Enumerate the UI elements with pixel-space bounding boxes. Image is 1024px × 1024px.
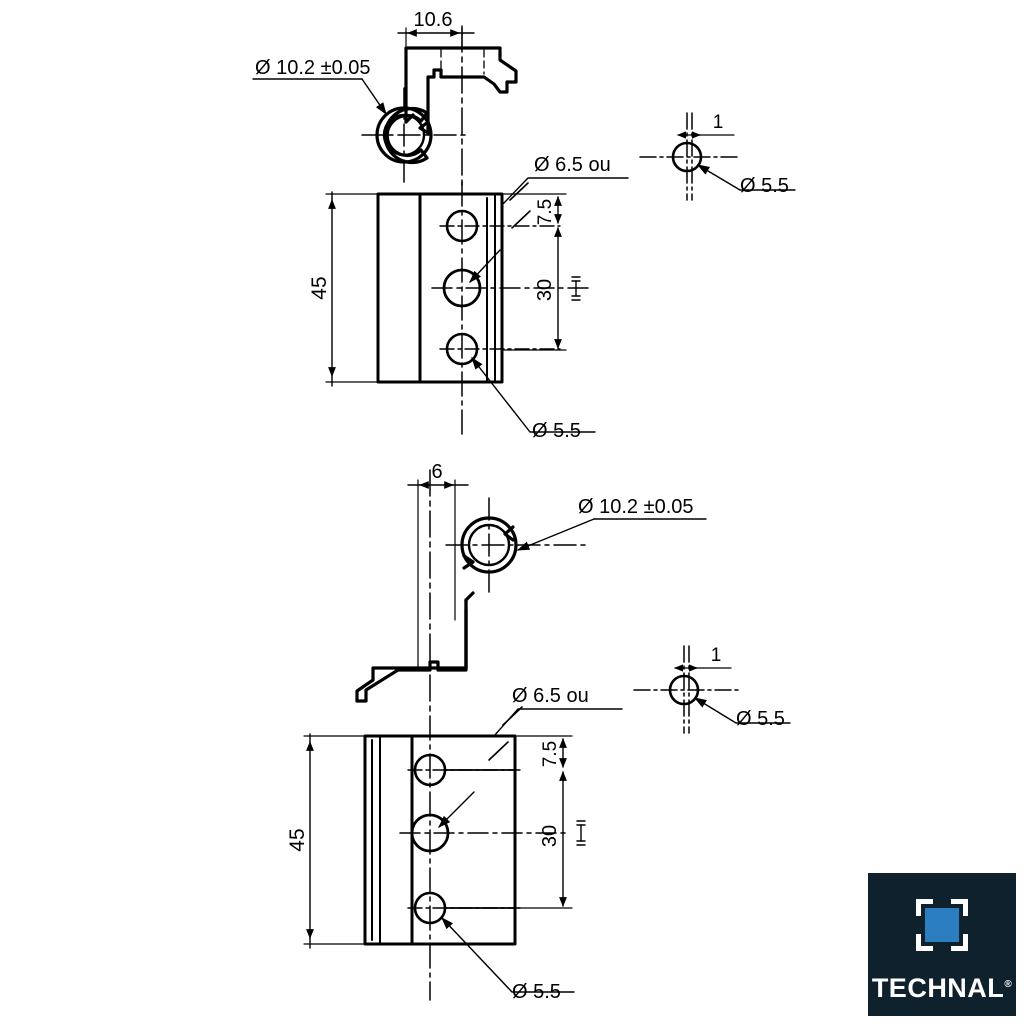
logo-inner-square xyxy=(925,908,959,942)
lower-ring-notch2 xyxy=(503,525,515,542)
upper-hole-leader-mid xyxy=(469,249,501,283)
upper-dim-30-label: 30 xyxy=(534,279,556,301)
lower-alt-dia-leader xyxy=(493,708,623,737)
brand-name: TECHNAL xyxy=(871,973,1005,1003)
lower-alt-dia-label: Ø 6.5 ou xyxy=(512,685,589,707)
lower-bore-leader xyxy=(516,518,595,551)
lower-detail-hole-dia-label: Ø 5.5 xyxy=(736,708,785,730)
lower-hole-leader-bot xyxy=(441,917,575,993)
lower-detail-dim-1-label: 1 xyxy=(711,645,722,666)
lower-profile-view: 6 Ø 10.2 ±0.05 xyxy=(355,461,707,717)
technal-logo-mark-icon xyxy=(916,899,968,951)
lower-dim-6-label: 6 xyxy=(431,461,442,483)
lower-ring-notch xyxy=(462,554,475,570)
upper-plate-hatch-1 xyxy=(509,182,529,201)
lower-hole-detail-view: 1 Ø 5.5 xyxy=(633,645,791,734)
lower-dim-45-label: 45 xyxy=(286,828,309,851)
technal-logo-text: TECHNAL® xyxy=(872,973,1012,1004)
lower-dim-7-5-label: 7.5 xyxy=(540,741,561,767)
technal-logo: TECHNAL® xyxy=(868,873,1016,1016)
upper-profile-view: Ø 10.2 ±0.05 xyxy=(252,25,518,191)
upper-detail-hole-leader xyxy=(696,164,796,191)
upper-plate-hatch-2 xyxy=(511,210,531,229)
lower-detail-hole-leader xyxy=(693,697,791,724)
upper-bore-leader xyxy=(361,78,387,116)
lower-dim-30-label: 30 xyxy=(539,825,561,847)
upper-hole-leader-bot xyxy=(471,357,596,433)
lower-plate-outline xyxy=(363,734,517,946)
upper-detail-dim-1-label: 1 xyxy=(713,112,724,133)
upper-dim-7-5-label: 7.5 xyxy=(535,199,556,225)
upper-ring-notch xyxy=(418,120,430,135)
upper-dim-10-6-label: 10.6 xyxy=(414,9,453,31)
lower-profile-connector xyxy=(464,591,475,602)
upper-detail-hole-dia-label: Ø 5.5 xyxy=(740,175,789,197)
lower-bore-dia-label: Ø 10.2 ±0.05 xyxy=(578,496,694,518)
upper-alt-dia-leader xyxy=(501,177,629,206)
lower-plate-hole-dia-label: Ø 5.5 xyxy=(512,981,561,1003)
upper-plate-hole-dia-label: Ø 5.5 xyxy=(532,420,581,442)
upper-wall-to-ring xyxy=(404,113,415,124)
lower-hole-leader-mid xyxy=(438,791,475,828)
lower-profile-outline xyxy=(355,608,468,703)
upper-bore-dia-label: Ø 10.2 ±0.05 xyxy=(255,57,371,79)
lower-plate-view: Ø 6.5 ou Ø 5.5 xyxy=(303,685,623,1003)
lower-plate-hatch-1 xyxy=(488,741,509,761)
upper-hole-detail-view: 1 Ø 5.5 xyxy=(639,112,796,201)
registered-mark: ® xyxy=(1004,979,1013,990)
upper-dim-45-label: 45 xyxy=(308,276,331,299)
upper-alt-dia-label: Ø 6.5 ou xyxy=(534,154,611,176)
upper-plate-view: Ø 6.5 ou Ø 5.5 xyxy=(325,154,629,442)
